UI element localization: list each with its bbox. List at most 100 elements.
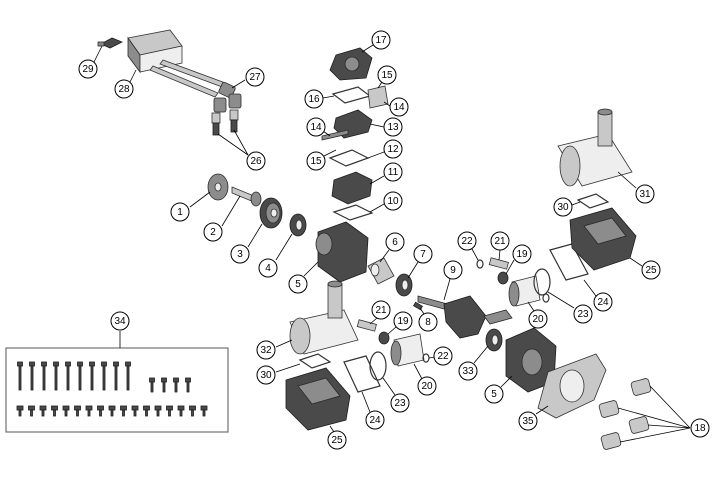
bolt-part — [41, 361, 47, 367]
leader-line-c26 — [217, 133, 249, 156]
bolt-part — [166, 405, 173, 411]
part-9-crankshaft — [417, 295, 513, 339]
callout-number: 33 — [462, 366, 474, 377]
bolt-part — [77, 361, 83, 367]
part-19-bearing-right — [497, 271, 509, 285]
callout-number: 1 — [177, 207, 183, 218]
callout-circle — [573, 304, 593, 324]
callout-c27: 27 — [245, 67, 265, 87]
hardware-bolts — [16, 361, 208, 417]
callout-c22a: 22 — [457, 231, 477, 251]
bolt-part — [143, 405, 150, 411]
part-3-drive-hub — [259, 197, 283, 229]
bolt-part — [101, 361, 107, 367]
leader-line-c5a — [303, 261, 319, 277]
callout-c25a: 25 — [641, 260, 661, 280]
bolt-part — [177, 405, 185, 411]
callout-c4: 4 — [258, 258, 278, 278]
part-30-gasket-right — [576, 193, 610, 209]
callout-c10: 10 — [383, 191, 403, 211]
leader-line-c29 — [93, 45, 103, 63]
bolt-part — [53, 361, 59, 367]
callout-c30b: 30 — [256, 365, 276, 385]
part-4-bearing — [289, 213, 307, 237]
callout-c5b: 5 — [484, 384, 504, 404]
callout-c21b: 21 — [371, 300, 391, 320]
bolt-part — [39, 405, 47, 411]
callout-number: 25 — [331, 435, 343, 446]
leader-line-c13 — [369, 123, 385, 128]
bolt-part — [168, 409, 171, 417]
bolt-part — [185, 377, 191, 383]
callout-circle — [383, 117, 403, 137]
leader-line-c35 — [535, 405, 549, 415]
callout-number: 3 — [237, 249, 243, 260]
part-26-spark-plugs — [211, 109, 239, 136]
callout-circle — [417, 376, 437, 396]
callout-number: 29 — [82, 64, 94, 75]
callout-number: 31 — [639, 189, 651, 200]
callout-number: 26 — [250, 156, 262, 167]
leader-line-c25b — [329, 425, 335, 433]
part-30-gasket-left — [298, 353, 332, 369]
callout-c5a: 5 — [288, 274, 308, 294]
callout-number: 8 — [425, 317, 431, 328]
callout-circle — [258, 258, 278, 278]
callout-c3: 3 — [230, 244, 250, 264]
callout-number: 30 — [557, 202, 569, 213]
callout-c30a: 30 — [553, 197, 573, 217]
bolt-part — [54, 365, 58, 391]
bolt-part — [150, 381, 154, 393]
part-5-crankcase-front — [315, 221, 369, 283]
bolt-part — [200, 405, 208, 411]
leader-line-c24a — [583, 279, 597, 297]
callout-circle — [306, 151, 326, 171]
callout-circle — [246, 151, 266, 171]
callout-number: 20 — [532, 314, 544, 325]
callout-c16: 16 — [304, 89, 324, 109]
part-1-prop-washer — [207, 173, 229, 201]
callout-c7: 7 — [413, 244, 433, 264]
callout-circle — [389, 97, 409, 117]
part-24-gasket-left — [343, 355, 381, 393]
callout-c31: 31 — [635, 184, 655, 204]
leader-line-c21b — [369, 317, 378, 325]
bolt-part — [42, 365, 46, 391]
leader-line-c1 — [189, 191, 211, 208]
leader-line-c11 — [369, 175, 385, 185]
callout-c14b: 14 — [306, 117, 326, 137]
leader-line-c23b — [382, 377, 396, 396]
bolt-part — [51, 405, 58, 411]
part-25-cylinder-left — [285, 367, 351, 431]
callout-circle — [377, 65, 397, 85]
callout-number: 21 — [494, 236, 506, 247]
part-20-piston-left — [390, 333, 425, 367]
part-2-hub — [231, 186, 262, 207]
callout-c19b: 19 — [393, 311, 413, 331]
bolt-part — [122, 409, 125, 417]
leader-line-c18 — [619, 427, 691, 443]
callout-number: 24 — [369, 415, 381, 426]
callout-circle — [365, 410, 385, 430]
callout-c32: 32 — [256, 340, 276, 360]
callout-c29: 29 — [78, 59, 98, 79]
bolt-part — [173, 377, 179, 383]
callout-c20a: 20 — [528, 309, 548, 329]
bolt-part — [186, 381, 190, 393]
leader-line-c30b — [275, 363, 301, 373]
bolt-part — [64, 409, 68, 417]
part-15-reed-petal-top — [367, 85, 389, 109]
leader-line-c4 — [275, 233, 293, 261]
callout-c14a: 14 — [389, 97, 409, 117]
callout-circle — [690, 418, 710, 438]
bolt-part — [30, 409, 33, 417]
leader-line-c26 — [233, 129, 249, 156]
bolt-part — [161, 377, 167, 383]
callout-number: 12 — [387, 144, 399, 155]
part-32-muffler-left — [289, 280, 359, 355]
part-7-bearing — [395, 273, 413, 297]
callout-circle — [490, 231, 510, 251]
callout-c2: 2 — [203, 222, 223, 242]
callout-c35: 35 — [518, 411, 538, 431]
bolt-part — [87, 409, 91, 417]
